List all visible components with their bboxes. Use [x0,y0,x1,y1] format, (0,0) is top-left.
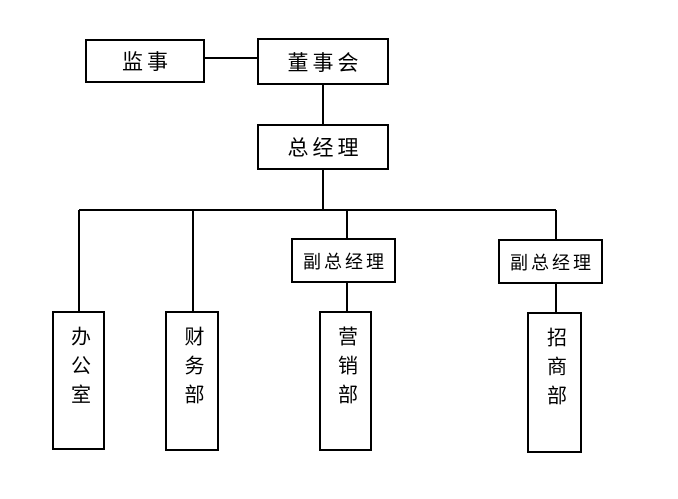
node-office: 办公室 [52,311,105,450]
connector-board-gm [322,85,324,124]
node-investment: 招商部 [527,312,582,453]
node-office-label: 办公室 [67,326,90,413]
node-investment-label: 招商部 [543,327,566,414]
node-supervisor: 监事 [85,39,205,83]
connector-bus-deputy-left [346,210,348,238]
node-finance: 财务部 [165,311,219,451]
node-finance-label: 财务部 [181,326,203,413]
node-board: 董事会 [257,38,389,85]
connector-deputy-left-marketing [346,283,348,311]
node-marketing: 营销部 [319,311,372,451]
connector-bus-office [78,210,80,311]
node-deputy-gm-left: 副总经理 [291,238,396,283]
connector-gm-bus [322,170,324,210]
connector-bus [79,209,556,211]
node-general-manager: 总经理 [257,124,389,170]
connector-supervisor-board [205,57,257,59]
node-deputy-gm-right: 副总经理 [498,239,603,284]
node-marketing-label: 营销部 [334,326,357,413]
connector-bus-deputy-right [555,210,557,239]
connector-bus-finance [192,210,194,311]
connector-deputy-right-investment [555,284,557,312]
